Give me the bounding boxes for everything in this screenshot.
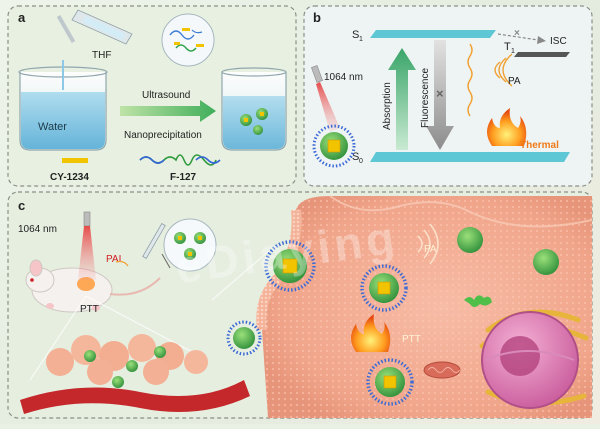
pa-wave-icon-c [417,223,439,265]
pa-label: PA [508,76,521,87]
nanoparticle-outside [226,320,262,356]
pipette-icon [56,9,133,45]
s0-level [370,152,570,162]
f127-label: F-127 [170,172,197,183]
flame-icon-c [351,314,391,352]
thermal-label: Thermal [520,140,559,151]
flame-icon [487,108,527,146]
syringe-icon [142,222,171,269]
cell-nanoparticle-1 [264,240,316,292]
t1-level [514,52,570,57]
laser-icon-c [78,211,96,280]
product-beaker [221,67,287,151]
nanoprecipitation-label: Nanoprecipitation [124,130,202,141]
cell-nanoparticle-2 [360,264,408,312]
cell-membrane [256,209,302,331]
cy1234-swatch [62,158,88,163]
isc-label: ISC [550,36,567,47]
laser-label-b: 1064 nm [324,72,363,83]
isc-arrow-icon [497,33,539,41]
pa-label-c: PA [424,244,437,255]
cell-nanoparticle-4 [457,227,559,275]
protein-icon [464,295,492,307]
nanoparticle-icon-b [312,124,356,168]
cell-nanoparticle-3 [366,358,414,406]
thf-molecule-bubble [161,13,215,67]
mitochondrion-icon [423,361,461,379]
panel-a-letter: a [18,10,26,25]
pa-wave-icon [467,43,513,117]
cy1234-label: CY-1234 [50,172,89,183]
water-label: Water [38,121,67,133]
s1-label: S [352,29,359,41]
process-arrow-icon [120,100,216,122]
tumor-nanoparticles [84,346,166,388]
fluorescence-cross-icon: × [436,86,444,101]
s0-label: S [352,151,359,163]
nucleus-icon [481,311,579,409]
nanoparticle-bubble [163,218,217,272]
t1-label: T [504,41,511,53]
t1-sub: 1 [511,48,515,55]
blood-vessel [20,380,250,414]
s1-level [370,30,496,38]
panel-c-letter: c [18,198,25,213]
isc-cross-icon: × [514,28,520,39]
panel-b-letter: b [313,10,321,25]
laser-label-c: 1064 nm [18,224,57,235]
ptt-label-c: PTT [80,304,99,315]
ptt-label-cell: PTT [402,334,421,345]
water-beaker [18,60,108,151]
absorption-label: Absorption [382,82,393,130]
absorption-arrow-icon [388,48,416,150]
laser-icon [311,65,340,132]
thf-label: THF [92,50,111,61]
ultrasound-label: Ultrasound [142,90,190,101]
fluorescence-label: Fluorescence [420,68,431,128]
fluorescence-arrow-icon [426,40,454,150]
s1-sub: 1 [359,36,363,43]
s0-sub: 0 [359,158,363,165]
pai-label: PAI [106,254,121,265]
